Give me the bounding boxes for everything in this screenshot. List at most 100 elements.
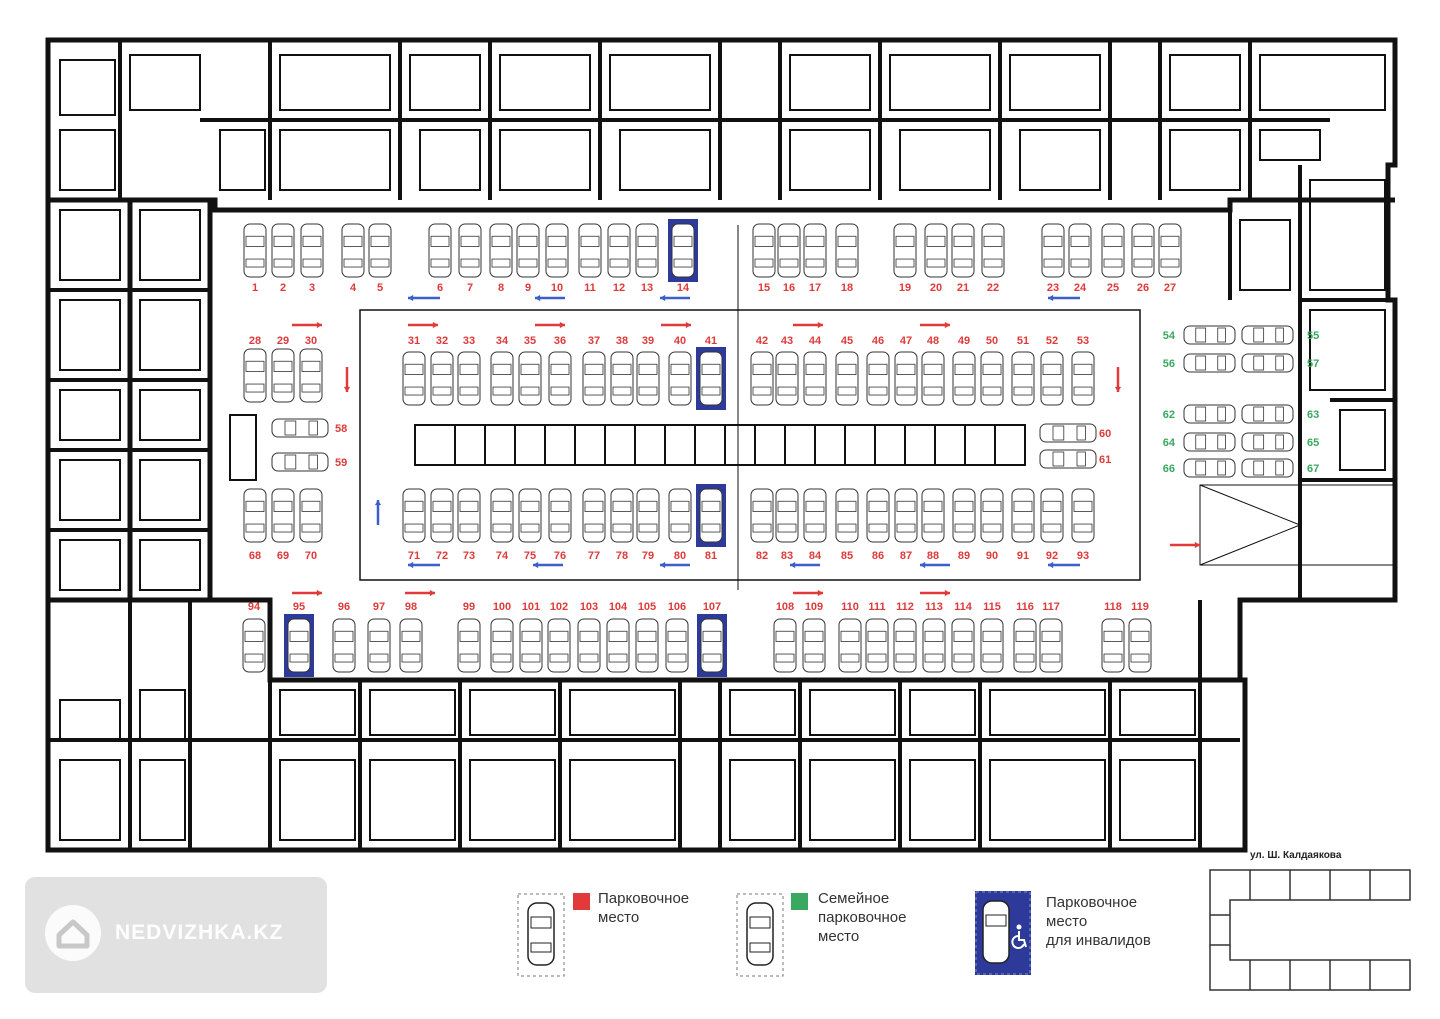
spot-number: 41 <box>705 335 717 347</box>
spot-number: 25 <box>1107 282 1119 294</box>
spot-number: 110 <box>841 601 859 613</box>
spot-number: 76 <box>554 550 566 562</box>
parking-spot <box>545 223 569 278</box>
parking-spot <box>665 618 689 673</box>
parking-spot <box>1241 325 1294 345</box>
parking-spot <box>1071 488 1095 543</box>
spot-number: 84 <box>809 550 822 562</box>
direction-arrow-icon <box>408 321 438 329</box>
parking-spot <box>951 223 975 278</box>
spot-number: 31 <box>408 335 420 347</box>
parking-spot <box>980 351 1004 406</box>
direction-arrow-icon <box>660 294 690 302</box>
house-logo-icon <box>45 905 101 961</box>
spot-number: 68 <box>249 550 261 562</box>
direction-arrow-icon <box>1170 541 1200 549</box>
parking-spot <box>284 614 314 677</box>
parking-spot <box>399 618 423 673</box>
spot-number: 107 <box>703 601 721 613</box>
parking-spot <box>243 348 267 403</box>
parking-spot <box>1040 351 1064 406</box>
spot-number: 118 <box>1104 601 1122 613</box>
direction-arrow-icon <box>920 589 950 597</box>
spot-number: 52 <box>1046 335 1058 347</box>
parking-spot <box>402 488 426 543</box>
direction-arrow-icon <box>1048 561 1080 569</box>
spot-number: 28 <box>249 335 261 347</box>
parking-spot <box>636 351 660 406</box>
spot-number: 111 <box>868 601 885 613</box>
parking-spot <box>894 488 918 543</box>
parking-spot <box>866 351 890 406</box>
spot-number: 16 <box>783 282 795 294</box>
parking-spot <box>607 223 631 278</box>
spot-number: 24 <box>1074 282 1087 294</box>
spot-number: 17 <box>809 282 821 294</box>
spot-number: 100 <box>493 601 511 613</box>
spot-number: 78 <box>616 550 628 562</box>
spot-number: 91 <box>1017 550 1029 562</box>
spot-number: 43 <box>781 335 793 347</box>
parking-spot <box>893 223 917 278</box>
spot-number: 96 <box>338 601 350 613</box>
spot-number: 104 <box>609 601 628 613</box>
parking-spot <box>300 223 324 278</box>
traffic-arrows <box>292 294 1200 597</box>
parking-spot <box>803 488 827 543</box>
parking-spot <box>635 223 659 278</box>
parking-spot <box>578 223 602 278</box>
building-key-plan <box>1209 869 1411 991</box>
legend-family-label: Семейное парковочное место <box>818 890 907 945</box>
spot-number: 27 <box>1164 282 1176 294</box>
parking-spot <box>242 618 266 673</box>
legend-family-swatch <box>791 893 808 910</box>
parking-spot <box>1101 223 1125 278</box>
parking-spot <box>548 351 572 406</box>
parking-spot <box>893 618 917 673</box>
spot-number: 26 <box>1137 282 1149 294</box>
spot-number: 57 <box>1307 358 1319 370</box>
spot-number: 19 <box>899 282 911 294</box>
spot-number: 44 <box>809 335 822 347</box>
spot-number: 34 <box>496 335 509 347</box>
parking-spot <box>367 618 391 673</box>
spot-number: 22 <box>987 282 999 294</box>
parking-spot <box>668 219 698 282</box>
parking-spot <box>430 351 454 406</box>
spot-number: 87 <box>900 550 912 562</box>
parking-spot <box>518 351 542 406</box>
spot-number: 105 <box>638 601 656 613</box>
spot-number: 54 <box>1163 330 1176 342</box>
parking-spot <box>1183 432 1236 452</box>
parking-spot <box>952 488 976 543</box>
spot-number: 14 <box>677 282 690 294</box>
parking-spot <box>1011 488 1035 543</box>
parking-spot <box>1039 449 1097 469</box>
direction-arrow-icon <box>1048 294 1080 302</box>
spot-number: 7 <box>467 282 473 294</box>
parking-spot <box>402 351 426 406</box>
parking-spot <box>606 618 630 673</box>
spot-number: 65 <box>1307 437 1319 449</box>
parking-spot <box>924 223 948 278</box>
spot-number: 8 <box>498 282 504 294</box>
direction-arrow-icon <box>535 321 565 329</box>
parking-spot <box>952 351 976 406</box>
direction-arrow-icon <box>408 294 440 302</box>
spot-number: 115 <box>983 601 1001 613</box>
spot-number: 94 <box>248 601 261 613</box>
parking-spot <box>1183 458 1236 478</box>
interior-room-lines <box>59 54 1396 841</box>
spot-number: 108 <box>776 601 794 613</box>
spot-number: 67 <box>1307 463 1319 475</box>
parking-spot <box>1183 353 1236 373</box>
spot-number: 71 <box>408 550 420 562</box>
direction-arrow-icon <box>1114 367 1122 392</box>
parking-spot <box>519 618 543 673</box>
spot-number: 39 <box>642 335 654 347</box>
parking-spot <box>299 348 323 403</box>
spot-number: 46 <box>872 335 884 347</box>
legend-regular-label: Парковочное место <box>598 890 690 926</box>
